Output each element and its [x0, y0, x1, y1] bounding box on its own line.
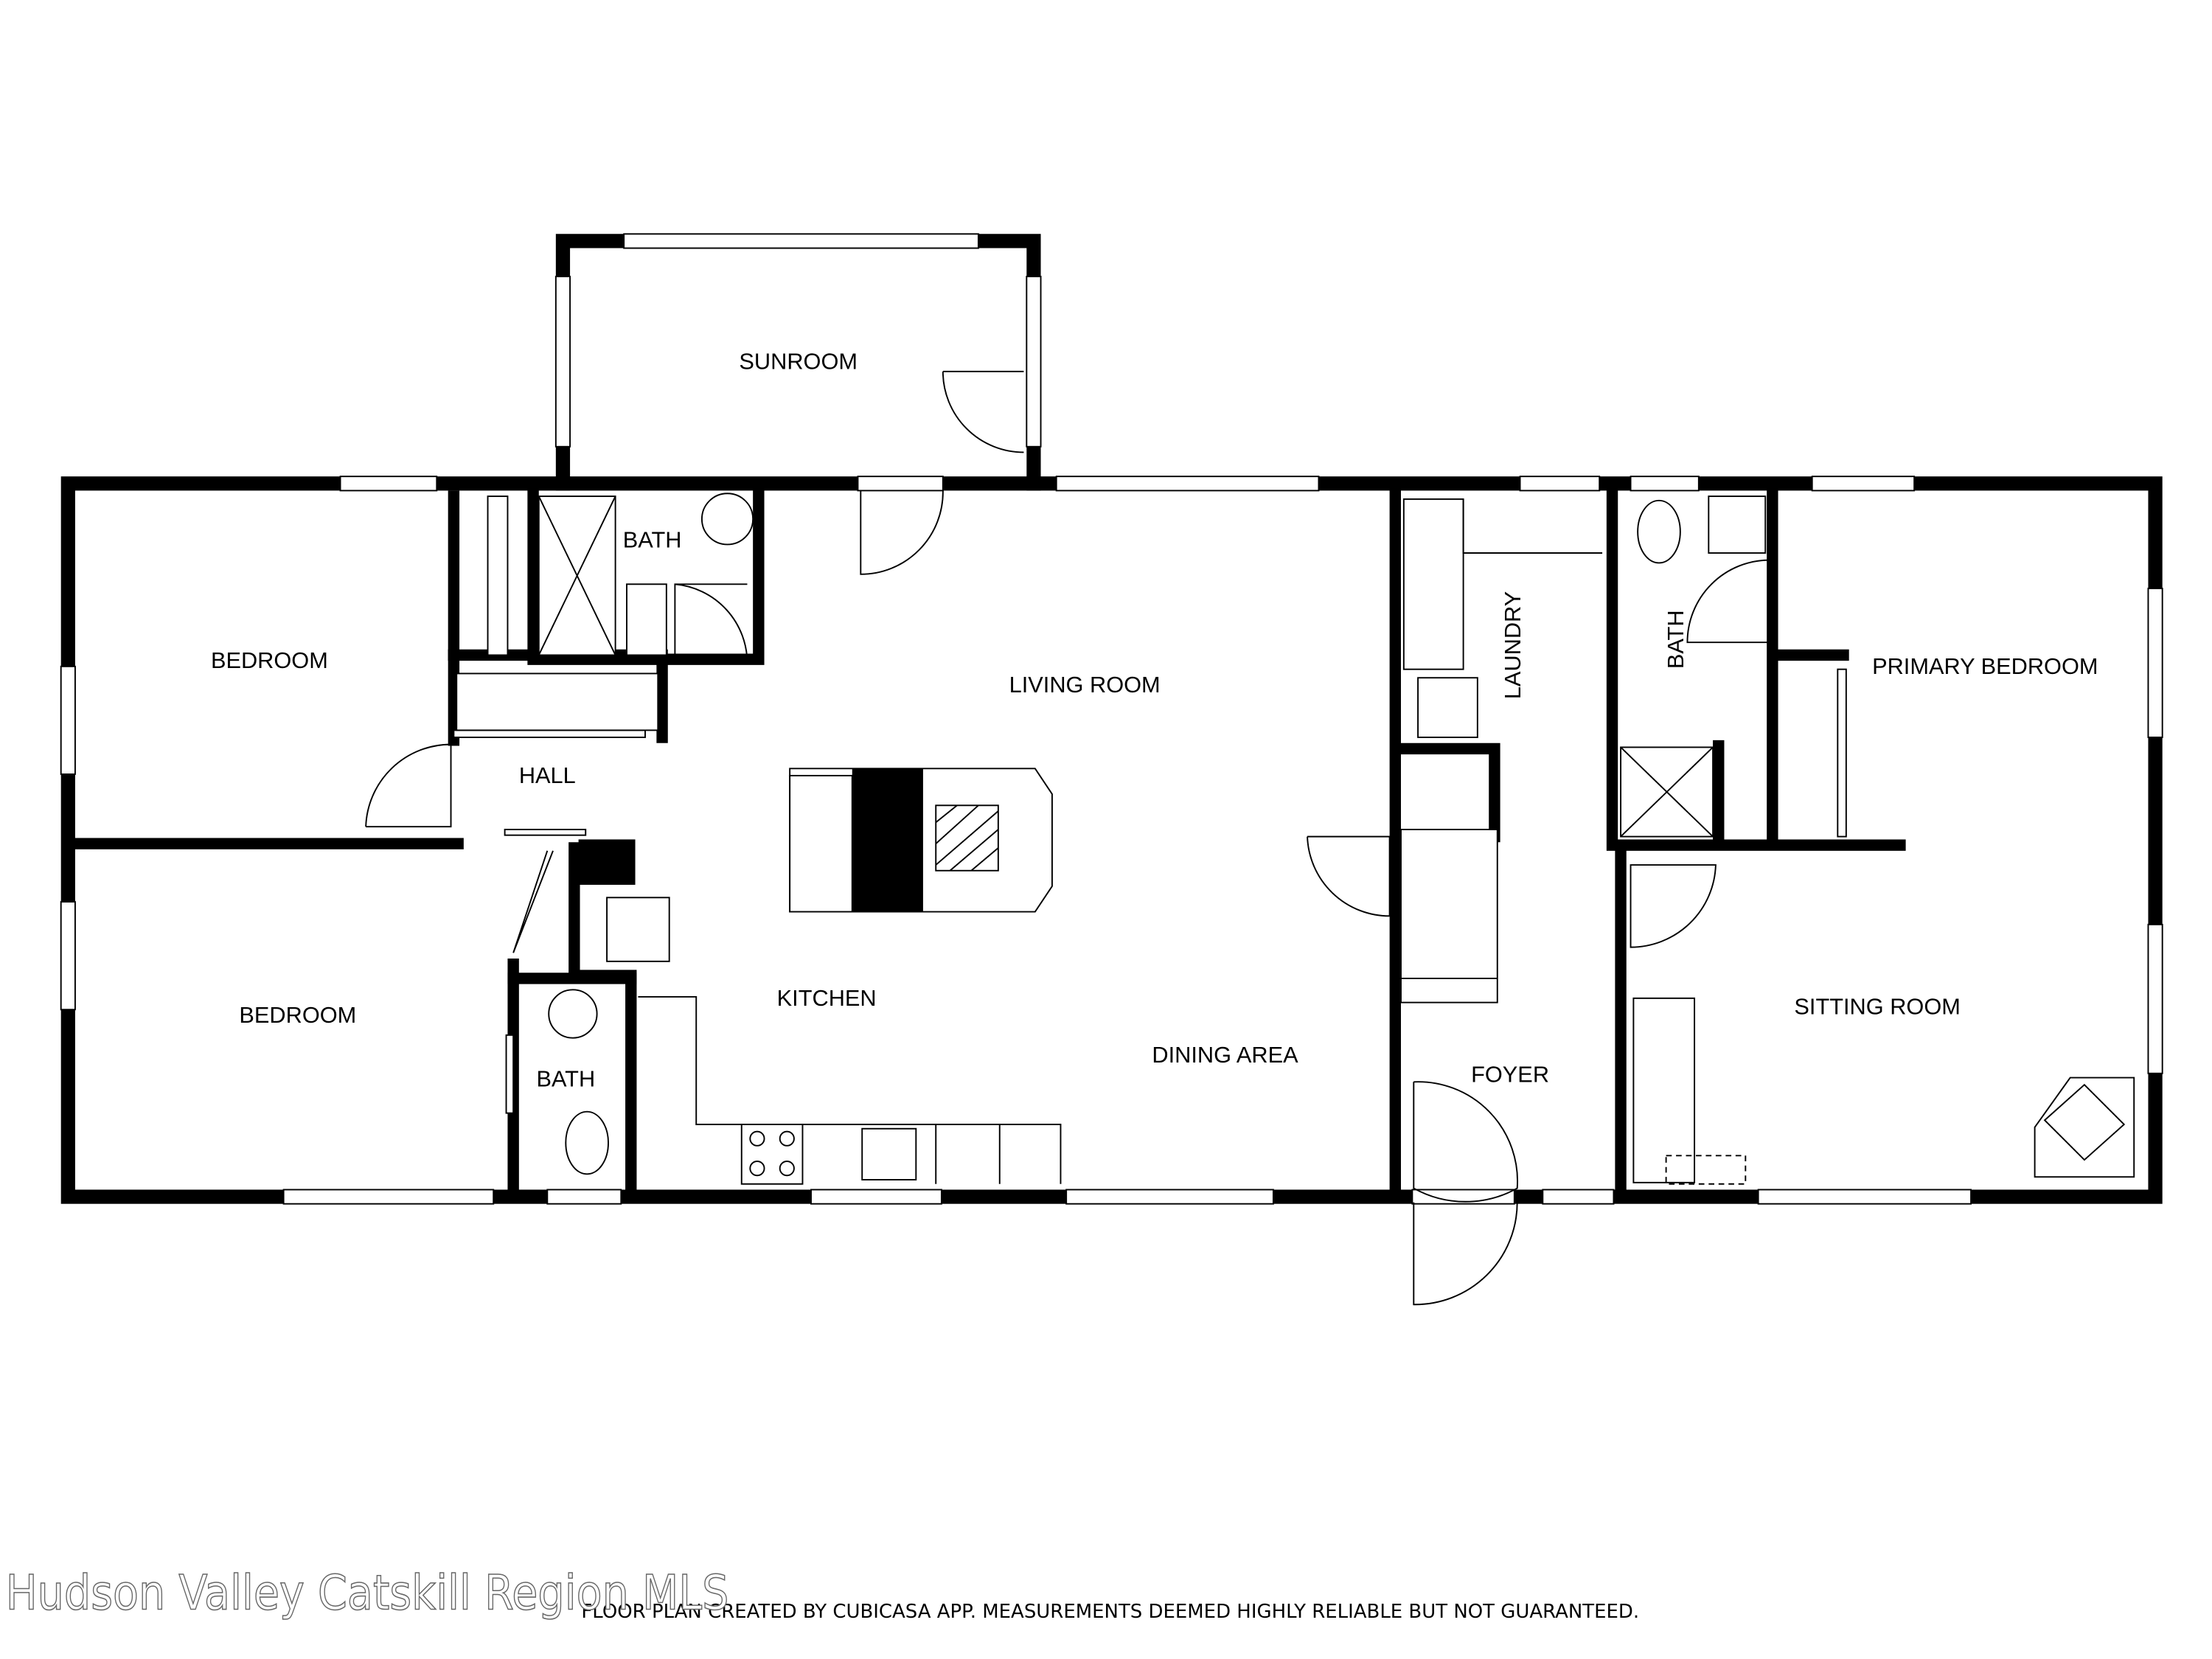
- room-label-bath-bottom: BATH: [536, 1066, 595, 1092]
- room-label-foyer: FOYER: [1471, 1062, 1549, 1088]
- disclaimer-text: FLOOR PLAN CREATED BY CUBICASA APP. MEAS…: [581, 1601, 1639, 1623]
- room-label-sunroom: SUNROOM: [739, 348, 858, 374]
- room-label-bath-primary: BATH: [1663, 610, 1688, 669]
- room-label-bedroom-top: BEDROOM: [211, 647, 328, 673]
- room-label-kitchen: KITCHEN: [777, 985, 877, 1011]
- room-label-bedroom-bottom: BEDROOM: [239, 1002, 356, 1028]
- doors: [365, 370, 1847, 1306]
- room-label-dining-area: DINING AREA: [1152, 1042, 1298, 1068]
- windows: [60, 233, 2163, 1205]
- fixtures: [456, 493, 2135, 1185]
- room-label-laundry: LAUNDRY: [1500, 591, 1526, 699]
- room-label-bath-top: BATH: [623, 527, 682, 553]
- interior-walls: [65, 484, 1906, 1197]
- room-label-hall: HALL: [519, 762, 576, 788]
- room-label-sitting-room: SITTING ROOM: [1794, 993, 1961, 1019]
- room-labels: SUNROOM BEDROOM BATH LIVING ROOM HALL LA…: [211, 348, 2098, 1091]
- mls-watermark: Hudson Valley Catskill Region MLS: [6, 1565, 729, 1621]
- room-label-living-room: LIVING ROOM: [1009, 672, 1161, 698]
- room-label-primary-bedroom: PRIMARY BEDROOM: [1872, 653, 2098, 679]
